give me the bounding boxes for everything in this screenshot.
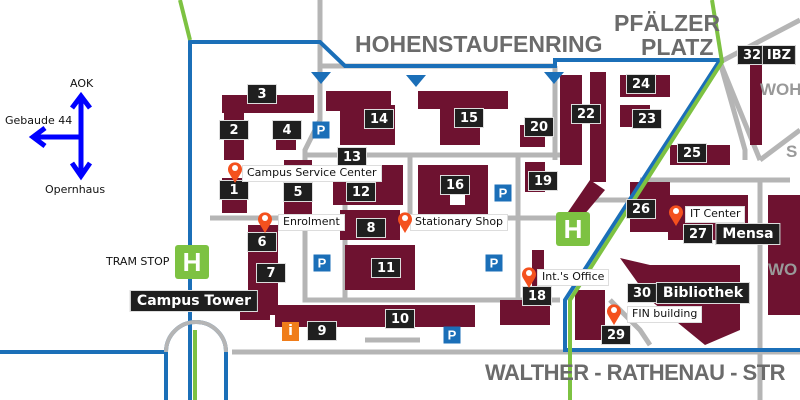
building-18[interactable]: 18 bbox=[522, 286, 552, 306]
arrow-down-icon bbox=[406, 75, 426, 87]
building-13[interactable]: 13 bbox=[337, 147, 367, 167]
tram-line bbox=[178, 0, 725, 400]
parking-icon[interactable]: P bbox=[494, 184, 512, 202]
poi-label-fin-building[interactable]: FIN building bbox=[627, 306, 703, 323]
map-pin-icon[interactable] bbox=[227, 161, 243, 183]
arrow-left-icon bbox=[28, 126, 47, 148]
building-23[interactable]: 23 bbox=[632, 109, 662, 129]
parking-icon[interactable]: P bbox=[485, 254, 503, 272]
building-27[interactable]: 27 bbox=[683, 224, 713, 244]
building-6[interactable]: 6 bbox=[247, 232, 277, 252]
street-east-top: WOH bbox=[760, 80, 800, 99]
building-9[interactable]: 9 bbox=[307, 321, 337, 341]
building-16[interactable]: 16 bbox=[440, 175, 470, 195]
arrow-up-icon bbox=[70, 91, 92, 110]
building-shape bbox=[222, 95, 314, 113]
square-name-line2: PLATZ bbox=[641, 34, 714, 60]
compass-arrows bbox=[28, 91, 93, 181]
building-11[interactable]: 11 bbox=[371, 258, 401, 278]
building-3[interactable]: 3 bbox=[247, 84, 277, 104]
tram-stop-icon[interactable]: H bbox=[556, 212, 590, 246]
building-1[interactable]: 1 bbox=[219, 180, 249, 200]
tram-stop-label: TRAM STOP bbox=[106, 255, 170, 268]
building-5[interactable]: 5 bbox=[283, 182, 313, 202]
tram-stop-icon[interactable]: H bbox=[175, 245, 209, 279]
building-ibz[interactable]: IBZ bbox=[761, 45, 797, 65]
direction-gebaude-44: Gebaude 44 bbox=[5, 114, 73, 127]
parking-icon[interactable]: P bbox=[443, 326, 461, 344]
building-8[interactable]: 8 bbox=[356, 218, 386, 238]
map-pin-icon[interactable] bbox=[521, 266, 537, 288]
building-shape bbox=[275, 305, 475, 327]
poi-label-stationary-shop[interactable]: Stationary Shop bbox=[410, 214, 509, 231]
road-loop bbox=[164, 320, 228, 353]
map-pin-icon[interactable] bbox=[668, 204, 684, 226]
building-7[interactable]: 7 bbox=[256, 263, 286, 283]
building-shape bbox=[750, 45, 762, 145]
building-bibliothek[interactable]: Bibliothek bbox=[655, 282, 751, 304]
building-14[interactable]: 14 bbox=[364, 109, 394, 129]
poi-label-enrolment[interactable]: Enrolment bbox=[278, 214, 345, 231]
parking-icon[interactable]: P bbox=[313, 254, 331, 272]
building-mensa[interactable]: Mensa bbox=[715, 223, 781, 245]
poi-label-campus-service-center[interactable]: Campus Service Center bbox=[242, 165, 382, 182]
building-15[interactable]: 15 bbox=[454, 108, 484, 128]
building-32[interactable]: 32 bbox=[737, 45, 767, 65]
square-name-line1: PFÄLZER bbox=[614, 10, 721, 36]
building-29[interactable]: 29 bbox=[601, 325, 631, 345]
building-26[interactable]: 26 bbox=[626, 199, 656, 219]
street-hohenstaufenring: HOHENSTAUFENRING bbox=[355, 31, 603, 57]
building-shape bbox=[418, 91, 508, 109]
map-pin-icon[interactable] bbox=[257, 211, 273, 233]
info-point-icon[interactable]: i bbox=[282, 322, 299, 341]
building-20[interactable]: 20 bbox=[524, 117, 554, 137]
building-2[interactable]: 2 bbox=[219, 120, 249, 140]
building-24[interactable]: 24 bbox=[626, 74, 656, 94]
poi-label-ints-office[interactable]: Int.'s Office bbox=[537, 269, 610, 286]
arrow-down-icon bbox=[544, 72, 564, 84]
map-pin-icon[interactable] bbox=[397, 211, 413, 233]
building-19[interactable]: 19 bbox=[528, 171, 558, 191]
direction-opernhaus: Opernhaus bbox=[45, 183, 106, 196]
building-10[interactable]: 10 bbox=[385, 309, 415, 329]
building-12[interactable]: 12 bbox=[346, 182, 376, 202]
building-4[interactable]: 4 bbox=[272, 120, 302, 140]
building-shape bbox=[575, 290, 605, 340]
street-east-bottom: WO bbox=[768, 260, 798, 279]
direction-aok: AOK bbox=[70, 77, 94, 90]
poi-label-it-center[interactable]: IT Center bbox=[685, 206, 746, 223]
parking-icon[interactable]: P bbox=[312, 121, 330, 139]
building-30[interactable]: 30 bbox=[627, 283, 657, 303]
building-shape bbox=[768, 195, 800, 315]
building-25[interactable]: 25 bbox=[677, 143, 707, 163]
building-campus-tower[interactable]: Campus Tower bbox=[129, 290, 259, 312]
street-east-mid: S bbox=[786, 142, 798, 161]
building-shape bbox=[568, 180, 605, 222]
street-walther-rathenau: WALTHER - RATHENAU - STR bbox=[485, 360, 786, 385]
arrow-down-icon bbox=[311, 72, 331, 84]
map-pin-icon[interactable] bbox=[606, 303, 622, 325]
arrow-down-icon bbox=[69, 161, 93, 181]
direction-arrows bbox=[311, 72, 564, 87]
building-shape bbox=[590, 72, 606, 182]
building-22[interactable]: 22 bbox=[571, 104, 601, 124]
